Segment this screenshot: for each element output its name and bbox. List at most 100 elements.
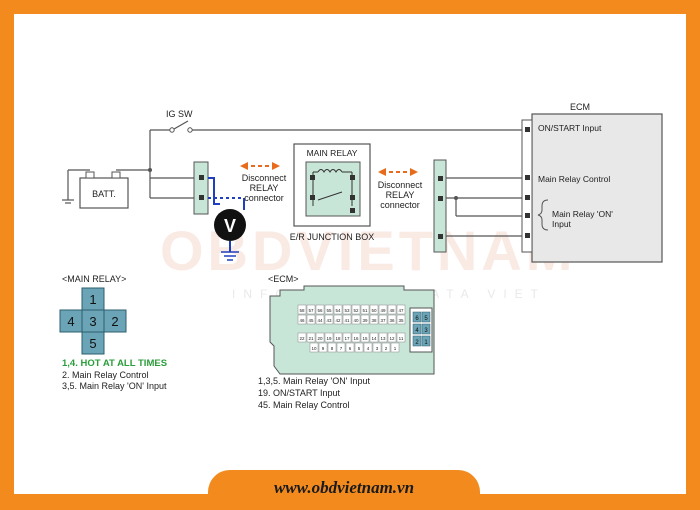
ecm-pin-cell bbox=[369, 304, 379, 315]
ecm-pin-number: 7 bbox=[340, 346, 343, 351]
ecm-pin-number: 12 bbox=[389, 336, 395, 341]
ecm-pin-cell bbox=[396, 314, 406, 325]
ecm-pin-number: 14 bbox=[371, 336, 377, 341]
ecm-pin-cell bbox=[333, 304, 343, 315]
ecm-pin-cell bbox=[351, 304, 361, 315]
ecm-pin-number: 11 bbox=[399, 336, 404, 341]
voltmeter-label: V bbox=[224, 216, 236, 236]
ecm-pin-cell bbox=[369, 314, 379, 325]
ecm-pin-cell bbox=[378, 304, 388, 315]
ecm-pin-number: 39 bbox=[362, 318, 368, 323]
battery-terminal-neg bbox=[85, 171, 95, 179]
ecm-pin-number: 45 bbox=[308, 318, 314, 323]
left-connector-pin-2 bbox=[199, 195, 204, 200]
ecm-side-pin-number: 5 bbox=[424, 316, 428, 322]
relay-pin-2 bbox=[310, 195, 315, 200]
ecm-connector-body bbox=[269, 285, 435, 375]
ecm-pin-number: 37 bbox=[380, 318, 386, 323]
ecm-pin-number: 44 bbox=[317, 318, 323, 323]
relay-pinout-cross bbox=[59, 287, 127, 355]
ecm-pin-control bbox=[525, 175, 530, 180]
ecm-pin-cell bbox=[360, 304, 370, 315]
disconnect-left-line2: RELAY bbox=[250, 183, 279, 193]
ecm-pin-cell bbox=[378, 332, 388, 343]
ecm-pin-cell bbox=[396, 304, 406, 315]
disconnect-left-line1: Disconnect bbox=[242, 173, 287, 183]
ecm-pin-cell bbox=[315, 332, 325, 343]
ecm-pin-number: 53 bbox=[344, 308, 350, 313]
relay-coil bbox=[317, 169, 343, 173]
footer-tab bbox=[208, 470, 480, 510]
ecm-on-junction bbox=[454, 196, 458, 200]
ecm-side-pin-number: 3 bbox=[424, 328, 428, 334]
ecm-side-pin-number: 6 bbox=[415, 316, 419, 322]
disconnect-right-line1: Disconnect bbox=[378, 180, 423, 190]
ecm-side-pin-number: 2 bbox=[415, 340, 419, 346]
ecm-pin-number: 13 bbox=[380, 336, 386, 341]
battery-label: BATT. bbox=[92, 189, 116, 199]
voltmeter bbox=[214, 209, 246, 241]
relay-pin-label-4: 4 bbox=[67, 314, 74, 329]
ecm-pin-cell bbox=[387, 332, 397, 343]
ig-switch-contact-b bbox=[187, 127, 193, 133]
battery-box bbox=[79, 177, 129, 209]
ecm-pin-number: 21 bbox=[308, 336, 314, 341]
ecm-pin-cell bbox=[369, 332, 379, 343]
ecm-pin-cell bbox=[342, 332, 352, 343]
ecm-pin-cell bbox=[324, 332, 334, 343]
footer-url[interactable]: www.obdvietnam.vn bbox=[273, 478, 415, 497]
ecm-pin-number: 54 bbox=[335, 308, 341, 313]
ecm-connector-strip bbox=[521, 119, 533, 253]
ecm-pin-cell bbox=[297, 332, 307, 343]
ecm-pin-number: 49 bbox=[380, 308, 386, 313]
ecm-pin-number: 41 bbox=[344, 318, 350, 323]
ecm-pin-number: 10 bbox=[311, 346, 317, 351]
disconnect-right-line3: connector bbox=[380, 200, 420, 210]
main-relay-title: MAIN RELAY bbox=[307, 148, 358, 158]
arrow-head-right-b bbox=[410, 168, 418, 176]
ecm-pin-number: 46 bbox=[299, 318, 305, 323]
arrow-head-right-a bbox=[378, 168, 386, 176]
ecm-pin-number: 5 bbox=[358, 346, 361, 351]
ecm-pin-number: 3 bbox=[376, 346, 379, 351]
ecm-pinout-title: <ECM> bbox=[268, 274, 299, 284]
ecm-pin-number: 20 bbox=[317, 336, 323, 341]
ecm-pin-cell bbox=[324, 314, 334, 325]
ecm-pin-cell bbox=[324, 304, 334, 315]
ecm-pin-cell bbox=[297, 314, 307, 325]
relay-note-on-input: 3,5. Main Relay 'ON' Input bbox=[62, 381, 167, 391]
arrow-head-left-a bbox=[240, 162, 248, 170]
ecm-pin-cell bbox=[387, 314, 397, 325]
ecm-on-bracket bbox=[537, 199, 549, 231]
ecm-pin-cell bbox=[351, 314, 361, 325]
ecm-pin-number: 40 bbox=[353, 318, 359, 323]
ecm-side-pin-cell bbox=[421, 311, 431, 323]
relay-pin-5 bbox=[350, 208, 355, 213]
ecm-pin-cell bbox=[306, 332, 316, 343]
relay-pin-3 bbox=[350, 175, 355, 180]
ecm-pin-number: 9 bbox=[322, 346, 325, 351]
right-connector-pin-2 bbox=[438, 196, 443, 201]
ecm-pin-number: 22 bbox=[299, 336, 305, 341]
ecm-side-pin-cell bbox=[412, 311, 422, 323]
ecm-pin-on-c bbox=[525, 233, 530, 238]
ecm-side-pin-number: 4 bbox=[415, 328, 419, 334]
left-relay-connector bbox=[193, 161, 209, 215]
probe-wire-top bbox=[208, 177, 220, 205]
relay-pin-label-2: 2 bbox=[111, 314, 118, 329]
ecm-pin-number: 36 bbox=[389, 318, 395, 323]
relay-pin-1 bbox=[310, 175, 315, 180]
ecm-input-relay-control: Main Relay Control bbox=[538, 174, 610, 184]
ecm-note-on-input: 1,3,5. Main Relay 'ON' Input bbox=[258, 376, 370, 386]
ecm-pin-cell bbox=[363, 342, 373, 353]
ecm-pin-cell bbox=[387, 304, 397, 315]
ecm-pin-number: 47 bbox=[398, 308, 404, 313]
ecm-pin-number: 15 bbox=[362, 336, 368, 341]
ecm-pin-cell bbox=[351, 332, 361, 343]
ecm-pin-cell bbox=[360, 332, 370, 343]
right-relay-connector bbox=[433, 159, 447, 253]
ecm-pin-number: 4 bbox=[367, 346, 370, 351]
ecm-pin-cell bbox=[381, 342, 391, 353]
ecm-side-pin-cell bbox=[421, 335, 431, 347]
junction-box-label: E/R JUNCTION BOX bbox=[290, 232, 375, 242]
